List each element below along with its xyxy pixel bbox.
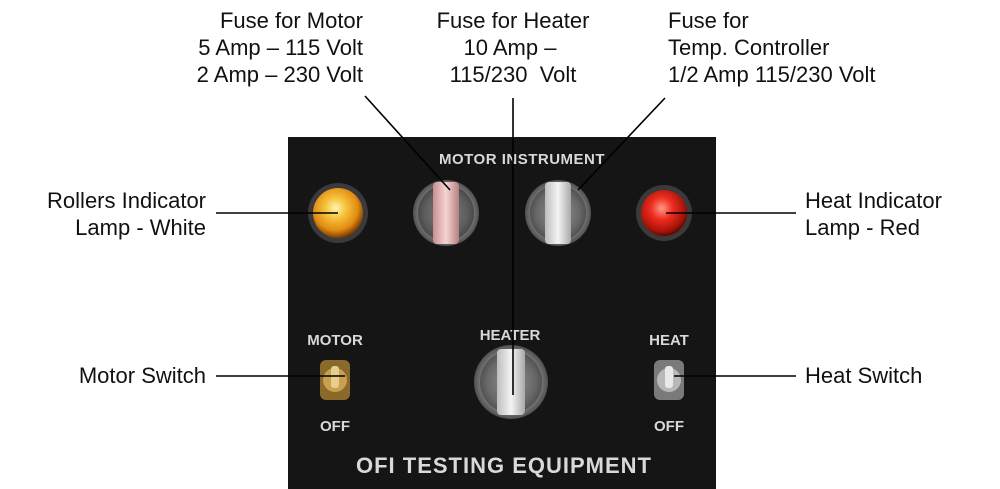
callout-heat-lamp: Heat Indicator Lamp - Red xyxy=(805,187,995,241)
callout-motor-switch-text: Motor Switch xyxy=(78,363,206,388)
callout-rollers-lamp: Rollers Indicator Lamp - White xyxy=(0,187,206,241)
heat-toggle-switch[interactable] xyxy=(654,360,684,400)
callout-heat-switch: Heat Switch xyxy=(805,362,995,389)
callout-fuse-temp-line: 1/2 Amp 115/230 Volt xyxy=(668,62,876,87)
callout-fuse-heater-line: 115/230 Volt xyxy=(449,62,577,87)
callout-heat-switch-text: Heat Switch xyxy=(805,363,923,388)
motor-toggle-switch[interactable] xyxy=(320,360,350,400)
callout-fuse-motor-line: 5 Amp – 115 Volt xyxy=(198,35,363,60)
callout-fuse-motor-line: 2 Amp – 230 Volt xyxy=(196,62,363,87)
callout-heat-lamp-line: Lamp - Red xyxy=(805,215,920,240)
temp-controller-fuse-holder xyxy=(525,180,591,246)
callout-fuse-motor-line: Fuse for Motor xyxy=(219,8,363,33)
callout-fuse-heater-line: Fuse for Heater xyxy=(436,8,590,33)
panel-top-label: MOTOR INSTRUMENT xyxy=(439,151,605,168)
rollers-indicator-lamp xyxy=(308,183,368,243)
callout-rollers-lamp-line: Lamp - White xyxy=(75,215,206,240)
callout-fuse-temp-line: Fuse for xyxy=(668,8,749,33)
callout-rollers-lamp-line: Rollers Indicator xyxy=(47,188,206,213)
brand-label: OFI TESTING EQUIPMENT xyxy=(356,453,652,478)
callout-fuse-temp: Fuse for Temp. Controller 1/2 Amp 115/23… xyxy=(668,7,938,88)
heater-fuse-label: HEATER xyxy=(480,327,541,344)
heater-fuse-holder xyxy=(474,345,548,419)
callout-fuse-heater-line: 10 Amp – xyxy=(463,35,557,60)
motor-off-label: OFF xyxy=(320,418,350,435)
heat-indicator-lamp xyxy=(636,185,692,241)
heat-off-label: OFF xyxy=(654,418,684,435)
motor-switch-label: MOTOR xyxy=(307,332,363,349)
motor-fuse-holder xyxy=(413,180,479,246)
callout-heat-lamp-line: Heat Indicator xyxy=(805,188,942,213)
callout-fuse-heater: Fuse for Heater 10 Amp – 115/230 Volt xyxy=(410,7,616,88)
callout-motor-switch: Motor Switch xyxy=(0,362,206,389)
callout-fuse-motor: Fuse for Motor 5 Amp – 115 Volt 2 Amp – … xyxy=(140,7,363,88)
heat-switch-label: HEAT xyxy=(649,332,689,349)
callout-fuse-temp-line: Temp. Controller xyxy=(668,35,830,60)
